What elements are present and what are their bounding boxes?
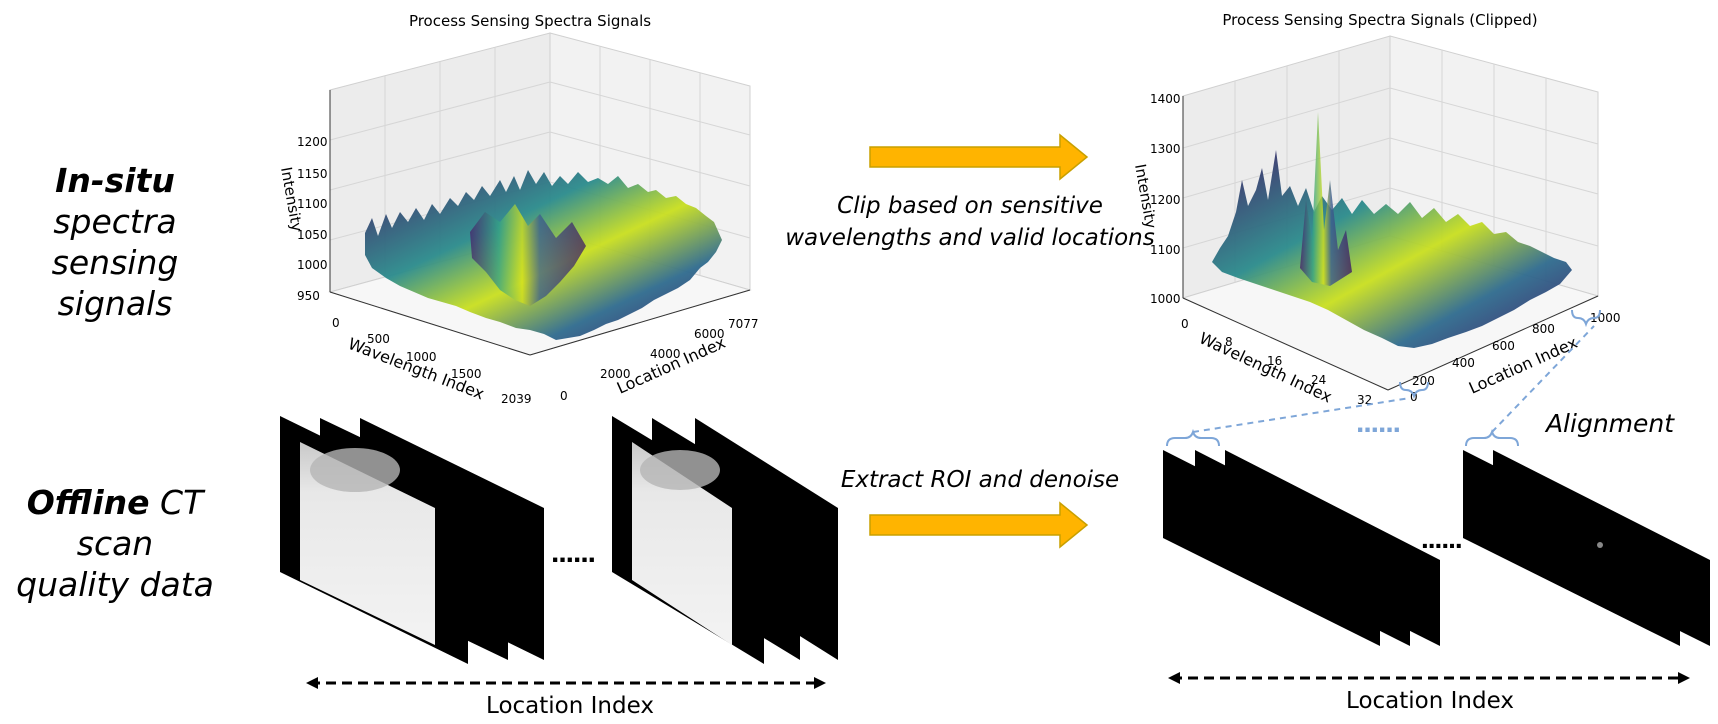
arrowhead-right bbox=[1678, 672, 1690, 684]
roi-slice-front bbox=[1163, 450, 1380, 646]
left-x-tick: 2039 bbox=[501, 392, 532, 406]
left-ct-stack-1 bbox=[280, 416, 544, 664]
right-roi-stack-2 bbox=[1463, 450, 1710, 646]
arrowhead-right bbox=[814, 677, 826, 689]
right-slices-ellipsis: ...... bbox=[1421, 523, 1463, 554]
left-location-index-label: Location Index bbox=[486, 693, 654, 719]
left-y-axis bbox=[529, 289, 751, 356]
insitu-bold: In-situ bbox=[55, 161, 175, 200]
right-x-tick: 0 bbox=[1181, 317, 1189, 331]
plot-alignment-ellipsis: ...... bbox=[1356, 406, 1401, 439]
arrowhead-left bbox=[306, 677, 318, 689]
right-x-tick: 24 bbox=[1311, 373, 1326, 387]
left-y-tick: 4000 bbox=[650, 347, 681, 361]
right-z-tick: 1100 bbox=[1150, 243, 1181, 257]
right-y-axis bbox=[1387, 295, 1599, 391]
right-z-tick: 1300 bbox=[1150, 142, 1181, 156]
left-y-tick: 7077 bbox=[728, 317, 759, 331]
right-location-axis bbox=[1168, 672, 1690, 684]
right-y-tick: 1000 bbox=[1590, 311, 1621, 325]
left-y-tick: 0 bbox=[560, 389, 568, 403]
clip-caption: Clip based on sensitive wavelengths and … bbox=[760, 190, 1180, 254]
left-plot-title: Process Sensing Spectra Signals bbox=[408, 12, 652, 30]
insitu-line2: sensing signals bbox=[51, 243, 179, 323]
left-z-tick: 950 bbox=[297, 289, 320, 303]
right-y-tick: 400 bbox=[1452, 356, 1475, 370]
extract-arrow bbox=[869, 501, 1089, 549]
insitu-rest: spectra bbox=[53, 202, 177, 241]
left-z-tick: 1150 bbox=[297, 167, 328, 181]
left-location-axis bbox=[306, 677, 826, 689]
right-roi-stack-1 bbox=[1163, 450, 1440, 646]
ct-melt-pool bbox=[640, 450, 720, 490]
left-y-tick: 6000 bbox=[694, 327, 725, 341]
left-x-tick: 1000 bbox=[406, 350, 437, 364]
clip-caption-line2: wavelengths and valid locations bbox=[785, 225, 1155, 251]
roi-defect-spot bbox=[1597, 542, 1603, 548]
right-y-tick: 800 bbox=[1532, 322, 1555, 336]
left-x-axis bbox=[329, 291, 531, 356]
right-brace-end bbox=[1571, 309, 1601, 328]
roi-slice-front bbox=[1463, 450, 1680, 646]
left-y-label: Location Index bbox=[614, 333, 728, 398]
insitu-row-label: In-situ spectra sensing signals bbox=[0, 160, 230, 324]
extract-caption: Extract ROI and denoise bbox=[840, 467, 1120, 493]
right-x-axis bbox=[1182, 297, 1389, 391]
right-x-tick: 8 bbox=[1225, 335, 1233, 349]
left-3d-plot: 950 1000 1050 1100 1150 1200 Intensity 0… bbox=[277, 32, 759, 406]
left-ct-stack-2 bbox=[612, 416, 838, 664]
ct-slice-front-image bbox=[300, 442, 435, 645]
right-3d-plot: 1000 1100 1200 1300 1400 Intensity 0 8 1… bbox=[1131, 35, 1621, 407]
left-z-tick: 1000 bbox=[297, 258, 328, 272]
right-surface bbox=[1212, 150, 1572, 348]
alignment-caption: Alignment bbox=[1545, 409, 1675, 438]
alignment-link-end bbox=[1491, 325, 1595, 433]
right-z-tick: 1400 bbox=[1150, 92, 1181, 106]
arrowhead-left bbox=[1168, 672, 1180, 684]
alignment-link-start bbox=[1192, 397, 1411, 433]
right-brace-start bbox=[1399, 381, 1429, 400]
left-y-ticks: 0 2000 4000 6000 7077 bbox=[560, 317, 759, 403]
ct-melt-pool bbox=[310, 448, 400, 492]
left-y-tick: 2000 bbox=[600, 367, 631, 381]
right-z-ticks: 1000 1100 1200 1300 1400 bbox=[1150, 92, 1181, 306]
left-x-tick: 0 bbox=[332, 316, 340, 330]
left-z-tick: 1050 bbox=[297, 228, 328, 242]
right-z-tick: 1200 bbox=[1150, 193, 1181, 207]
right-surface-peak bbox=[1300, 112, 1352, 286]
right-y-tick: 600 bbox=[1492, 339, 1515, 353]
offline-line2: quality data bbox=[16, 565, 214, 604]
left-slices-ellipsis: ...... bbox=[551, 536, 596, 569]
left-surface-highlight bbox=[470, 204, 586, 306]
left-z-tick: 1200 bbox=[297, 135, 328, 149]
left-x-tick: 500 bbox=[367, 332, 390, 346]
left-x-ticks: 0 500 1000 1500 2039 bbox=[332, 316, 532, 406]
right-y-tick: 200 bbox=[1412, 374, 1435, 388]
right-location-index-label: Location Index bbox=[1346, 688, 1514, 714]
right-plot-title: Process Sensing Spectra Signals (Clipped… bbox=[1222, 11, 1538, 29]
offline-bold: Offline bbox=[26, 483, 150, 522]
roi-brace-start bbox=[1166, 428, 1220, 447]
left-z-ticks: 950 1000 1050 1100 1150 1200 bbox=[297, 135, 328, 303]
right-z-tick: 1000 bbox=[1150, 292, 1181, 306]
clip-arrow bbox=[869, 133, 1089, 181]
ct-slice-front-image bbox=[632, 442, 732, 645]
offline-row-label: Offline CT scan quality data bbox=[0, 482, 230, 605]
left-x-tick: 1500 bbox=[451, 367, 482, 381]
roi-brace-end bbox=[1465, 428, 1519, 447]
offline-rest: CT scan bbox=[76, 483, 204, 563]
right-x-tick: 16 bbox=[1267, 354, 1282, 368]
clip-caption-line1: Clip based on sensitive bbox=[837, 193, 1103, 219]
left-z-tick: 1100 bbox=[297, 197, 328, 211]
